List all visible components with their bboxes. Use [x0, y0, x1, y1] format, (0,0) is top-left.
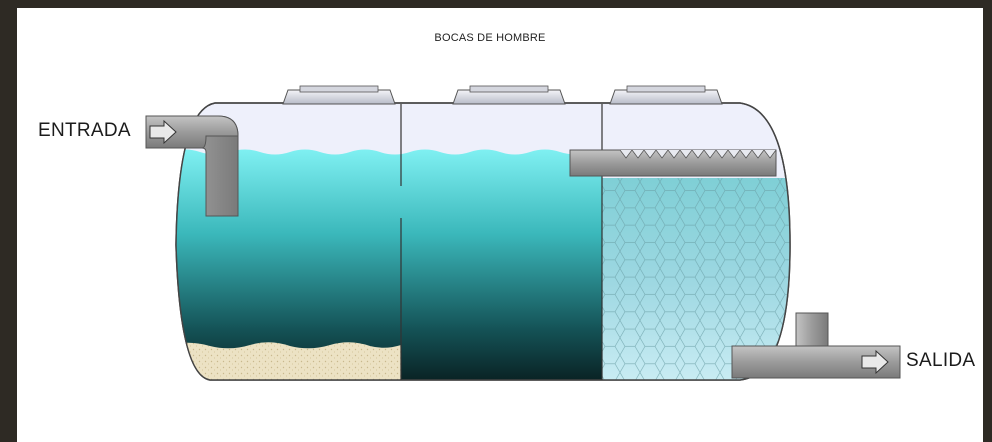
sludge-layer	[176, 342, 401, 380]
outlet-label: SALIDA	[906, 350, 976, 371]
manhole-lid-3	[609, 85, 723, 105]
inlet-arrow-icon	[149, 119, 177, 145]
manhole-lid-1	[282, 85, 396, 105]
inlet-label: ENTRADA	[38, 120, 131, 141]
inlet-pipe	[145, 115, 239, 217]
filter-support-plate	[569, 149, 777, 177]
tank-outline	[175, 102, 791, 381]
manhole-lid-2	[452, 85, 566, 105]
water-chamber	[176, 149, 602, 380]
outlet-arrow-icon	[861, 349, 889, 375]
diagram-title: BOCAS DE HOMBRE	[434, 32, 546, 44]
